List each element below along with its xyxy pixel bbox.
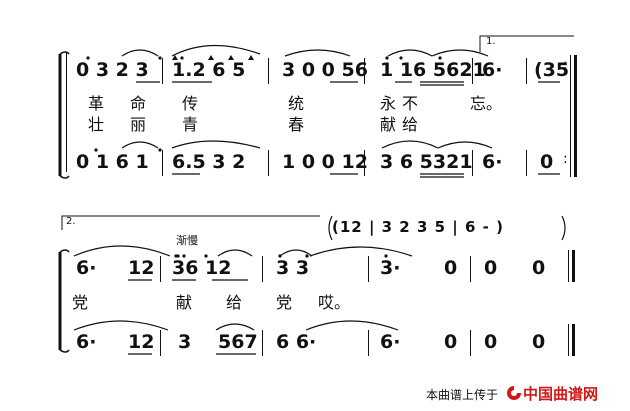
barline — [162, 58, 163, 84]
note-measure: 0 — [444, 257, 458, 279]
barline — [526, 58, 527, 84]
note-measure: 36 12 — [172, 257, 232, 279]
final-barline-thick — [572, 324, 575, 356]
lyric-char: 青 — [182, 115, 199, 134]
note-measure: 6· — [482, 151, 503, 173]
slurs — [121, 44, 489, 60]
volta-number: 2. — [66, 216, 76, 227]
site-logo-icon — [507, 386, 521, 400]
note-measure: 3 6 5321 — [380, 151, 473, 173]
site-logo-text: 中国曲谱网 — [523, 385, 599, 403]
final-barline-thick — [572, 250, 575, 282]
barline — [368, 330, 369, 356]
lyric-char: 不 — [402, 94, 419, 113]
lyric-char: 永 — [380, 94, 397, 113]
barline — [268, 58, 269, 84]
barline — [364, 58, 365, 84]
barline — [262, 256, 263, 282]
lyric-char: 统 — [288, 94, 305, 113]
note-measure: 3· — [380, 257, 401, 279]
lyric-char: 命 — [130, 94, 147, 113]
note-measure: 3 — [178, 331, 192, 353]
barline — [470, 256, 471, 282]
note-measure: (35 — [534, 59, 570, 81]
system-bracket — [58, 249, 70, 353]
note-marks — [94, 148, 560, 178]
barline — [364, 150, 365, 176]
barline — [262, 330, 263, 356]
final-barline-thin — [568, 250, 569, 282]
slurs — [73, 245, 413, 257]
note-measure: 0 3 2 3 — [76, 59, 149, 81]
barline — [472, 58, 473, 84]
lyric-char: 忘。 — [470, 94, 503, 113]
repeat-barline-thick — [574, 55, 577, 177]
volta-number: 1. — [486, 36, 496, 47]
note-measure: 6· — [76, 331, 97, 353]
repeat-dots: : — [563, 151, 568, 167]
lyric-char: 壮 — [88, 115, 105, 134]
note-measure: 3 3 — [276, 257, 310, 279]
slurs — [73, 320, 399, 331]
note-measure: 0 — [484, 331, 498, 353]
lyric-char: 献 — [380, 115, 397, 134]
note-measure: 6· — [76, 257, 97, 279]
barline — [160, 256, 161, 282]
lyric-char: 给 — [402, 115, 419, 134]
repeat-barline-thin — [570, 55, 571, 177]
repeat-dots: : — [563, 57, 568, 73]
note-marks — [128, 353, 256, 355]
lyric-char: 党 — [276, 293, 293, 312]
barline — [368, 256, 369, 282]
note-measure: 567 — [218, 331, 258, 353]
note-measure: 6 6· — [276, 331, 317, 353]
lyric-char: 给 — [226, 293, 243, 312]
note-measure: 0 — [532, 257, 546, 279]
note-marks — [128, 254, 388, 281]
note-measure: 1 16 5621 — [380, 59, 486, 81]
lyric-char: 党 — [72, 293, 89, 312]
interlude: (12 | 3 2 3 5 | 6 - ) — [332, 218, 504, 236]
lyric-char: 丽 — [130, 115, 147, 134]
barline — [470, 330, 471, 356]
barline — [268, 150, 269, 176]
volta-bracket — [479, 35, 574, 52]
note-marks — [86, 56, 560, 86]
note-measure: 6· — [482, 59, 503, 81]
note-measure: 0 — [444, 331, 458, 353]
barline — [472, 150, 473, 176]
note-measure: 3 0 0 56 — [282, 59, 368, 81]
note-measure: 0 — [532, 331, 546, 353]
barline — [526, 150, 527, 176]
upload-text: 本曲谱上传于 — [426, 388, 499, 402]
system-line — [66, 52, 67, 172]
note-measure: 6· — [380, 331, 401, 353]
slurs — [121, 140, 493, 149]
note-measure: 1 0 0 12 — [282, 151, 368, 173]
barline — [160, 330, 161, 356]
note-measure: 0 — [484, 257, 498, 279]
note-measure: 0 — [540, 151, 554, 173]
note-measure: 0 1 6 1 — [76, 151, 149, 173]
system-bracket — [58, 51, 70, 179]
lyric-char: 革 — [88, 94, 105, 113]
note-measure: 12 — [128, 257, 155, 279]
final-barline-thin — [568, 324, 569, 356]
lyric-char: 献 — [176, 293, 193, 312]
note-measure: 6.5 3 2 — [172, 151, 246, 173]
lyric-char: 传 — [182, 94, 199, 113]
lyric-char: 春 — [288, 115, 305, 134]
note-measure: 1.2 6 5 — [172, 59, 246, 81]
note-measure: 12 — [128, 331, 155, 353]
volta-bracket — [61, 215, 566, 241]
lyric-char: 哎。 — [318, 293, 351, 312]
tempo-marking: 渐慢 — [176, 234, 198, 247]
barline — [162, 150, 163, 176]
